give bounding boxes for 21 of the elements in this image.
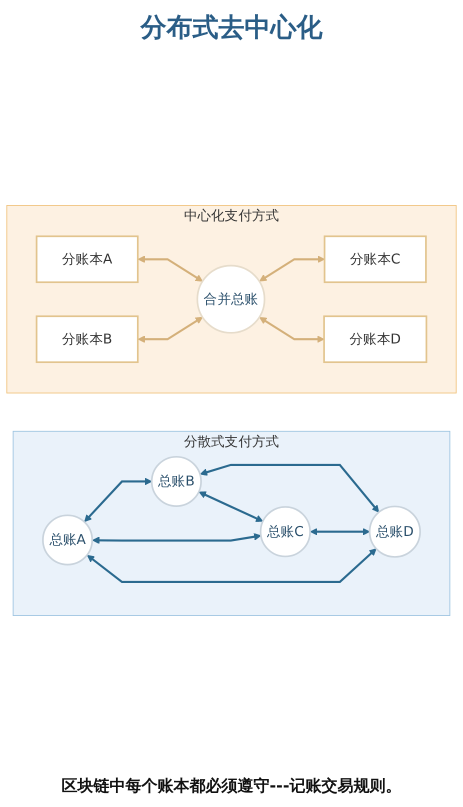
arrow: [87, 548, 377, 584]
node-circle: 总账B: [150, 456, 202, 507]
node-box: 分账本B: [36, 315, 139, 364]
arrow: [198, 491, 264, 522]
arrow: [200, 464, 380, 513]
arrow: [310, 528, 370, 536]
arrow: [259, 256, 325, 282]
node-circle: 总账D: [368, 506, 421, 558]
arrow: [138, 256, 203, 282]
arrow: [92, 533, 262, 544]
diagram-title: 分布式去中心化: [139, 12, 324, 45]
node-circle: 合并总账: [196, 264, 266, 334]
node-circle: 总账C: [260, 506, 311, 558]
node-box: 分账本D: [323, 315, 428, 364]
caption: 区块链中每个账本都必须遵守---记账交易规则。: [60, 775, 402, 797]
node-box: 分账本C: [324, 235, 427, 284]
arrow: [259, 317, 324, 343]
node-box: 分账本A: [36, 235, 139, 284]
arrow: [84, 478, 152, 522]
node-circle: 总账A: [42, 514, 94, 566]
arrow: [138, 316, 203, 343]
